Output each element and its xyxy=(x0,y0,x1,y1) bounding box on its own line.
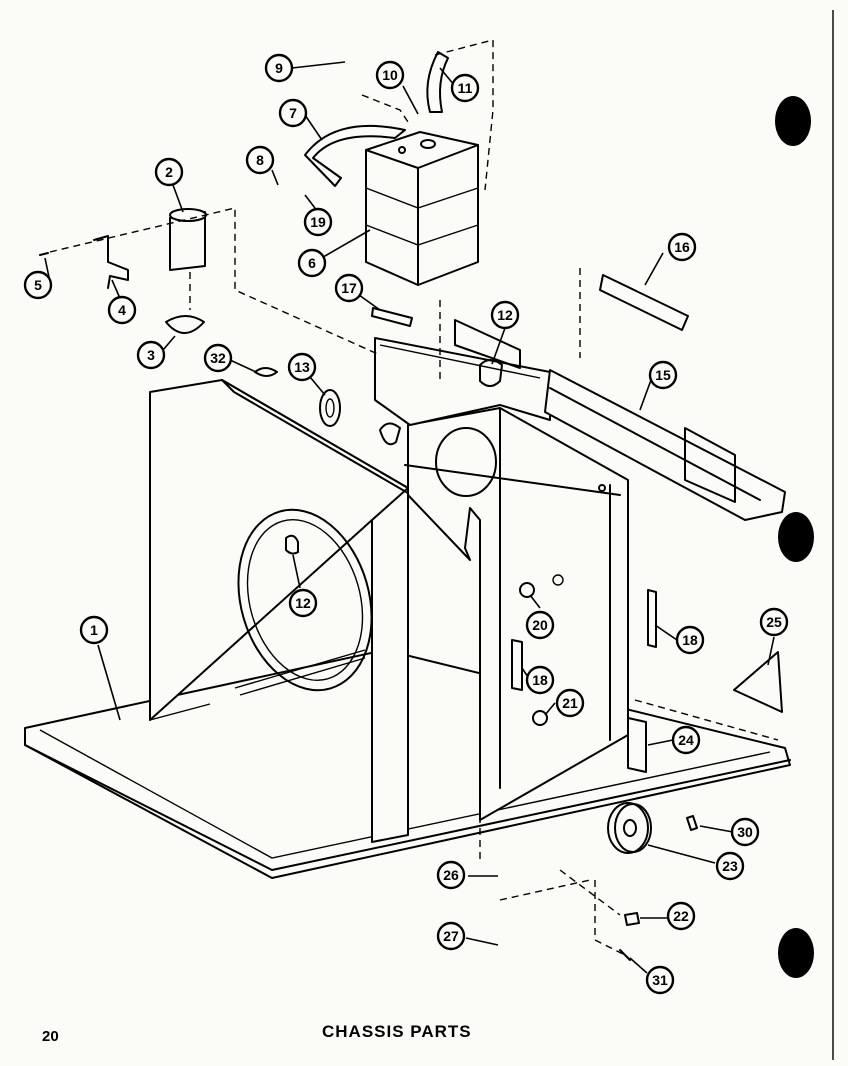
callout-1: 1 xyxy=(79,615,109,645)
svg-text:27: 27 xyxy=(443,928,459,944)
callout-3: 3 xyxy=(136,340,166,370)
binder-hole-middle xyxy=(778,512,814,562)
callout-16: 16 xyxy=(667,232,697,262)
callout-26: 26 xyxy=(436,860,466,890)
svg-text:19: 19 xyxy=(310,214,326,230)
svg-text:1: 1 xyxy=(90,622,98,638)
callout-18-right: 18 xyxy=(675,625,705,655)
grommet-21 xyxy=(532,710,548,726)
svg-text:18: 18 xyxy=(532,672,548,688)
callout-17: 17 xyxy=(334,273,364,303)
water-tank xyxy=(365,131,479,286)
callout-20: 20 xyxy=(525,610,555,640)
callout-7: 7 xyxy=(278,98,308,128)
svg-text:17: 17 xyxy=(341,280,357,296)
svg-text:10: 10 xyxy=(382,67,398,83)
svg-text:9: 9 xyxy=(275,60,283,76)
svg-text:13: 13 xyxy=(294,359,310,375)
svg-text:8: 8 xyxy=(256,152,264,168)
bracket-25 xyxy=(733,651,783,713)
callout-8: 8 xyxy=(245,145,275,175)
svg-text:12: 12 xyxy=(295,595,311,611)
svg-text:3: 3 xyxy=(147,347,155,363)
svg-text:16: 16 xyxy=(674,239,690,255)
wheel-23 xyxy=(607,802,652,854)
assembly-lines xyxy=(49,39,779,956)
callout-31: 31 xyxy=(645,965,675,995)
page-number: 20 xyxy=(42,1028,59,1045)
bracket-18-center xyxy=(511,639,523,691)
svg-text:7: 7 xyxy=(289,105,297,121)
bracket-16 xyxy=(599,274,689,331)
callout-27: 27 xyxy=(436,921,466,951)
svg-text:24: 24 xyxy=(678,732,694,748)
svg-text:5: 5 xyxy=(34,277,42,293)
callout-32: 32 xyxy=(203,343,233,373)
callout-25: 25 xyxy=(759,607,789,637)
callout-23: 23 xyxy=(715,851,745,881)
tank-strap xyxy=(304,124,406,187)
callout-6: 6 xyxy=(297,248,327,278)
clip-30 xyxy=(686,815,698,831)
callout-24: 24 xyxy=(671,725,701,755)
svg-text:25: 25 xyxy=(766,614,782,630)
left-scroll-panel xyxy=(149,379,421,843)
svg-text:2: 2 xyxy=(165,164,173,180)
svg-text:22: 22 xyxy=(673,908,689,924)
callout-2: 2 xyxy=(154,157,184,187)
right-channel xyxy=(544,369,786,521)
bracket-18-right xyxy=(647,589,657,648)
svg-text:21: 21 xyxy=(562,695,578,711)
binder-hole-top xyxy=(775,96,811,146)
callout-13: 13 xyxy=(287,352,317,382)
callout-18-center: 18 xyxy=(525,665,555,695)
callout-5: 5 xyxy=(23,270,53,300)
grommet-13 xyxy=(319,389,341,427)
screw-31 xyxy=(619,949,631,961)
callout-12-top: 12 xyxy=(490,300,520,330)
callout-4: 4 xyxy=(107,295,137,325)
callout-19: 19 xyxy=(303,207,333,237)
binder-hole-bottom xyxy=(778,928,814,978)
svg-text:12: 12 xyxy=(497,307,513,323)
center-partition xyxy=(404,407,629,821)
svg-text:20: 20 xyxy=(532,617,548,633)
callout-22: 22 xyxy=(666,901,696,931)
callout-9: 9 xyxy=(264,53,294,83)
bracket-24 xyxy=(627,717,647,773)
svg-text:4: 4 xyxy=(118,302,126,318)
bracket-17 xyxy=(371,307,413,327)
svg-text:6: 6 xyxy=(308,255,316,271)
callout-21: 21 xyxy=(555,688,585,718)
svg-text:18: 18 xyxy=(682,632,698,648)
svg-text:11: 11 xyxy=(458,80,473,96)
callout-10: 10 xyxy=(375,60,405,90)
svg-text:26: 26 xyxy=(443,867,459,883)
callout-12-left: 12 xyxy=(288,588,318,618)
svg-text:30: 30 xyxy=(737,824,753,840)
clip-32 xyxy=(254,367,278,377)
grommet-12-top xyxy=(479,359,503,387)
svg-text:32: 32 xyxy=(210,350,226,366)
leader-lines xyxy=(44,61,775,974)
callout-11: 11 xyxy=(450,73,480,103)
svg-text:23: 23 xyxy=(722,858,738,874)
nut-22 xyxy=(624,912,640,926)
callout-15: 15 xyxy=(648,360,678,390)
page-title: CHASSIS PARTS xyxy=(322,1022,472,1041)
drain-tube xyxy=(426,51,449,113)
svg-text:31: 31 xyxy=(652,972,668,988)
callout-30: 30 xyxy=(730,817,760,847)
svg-text:15: 15 xyxy=(655,367,671,383)
